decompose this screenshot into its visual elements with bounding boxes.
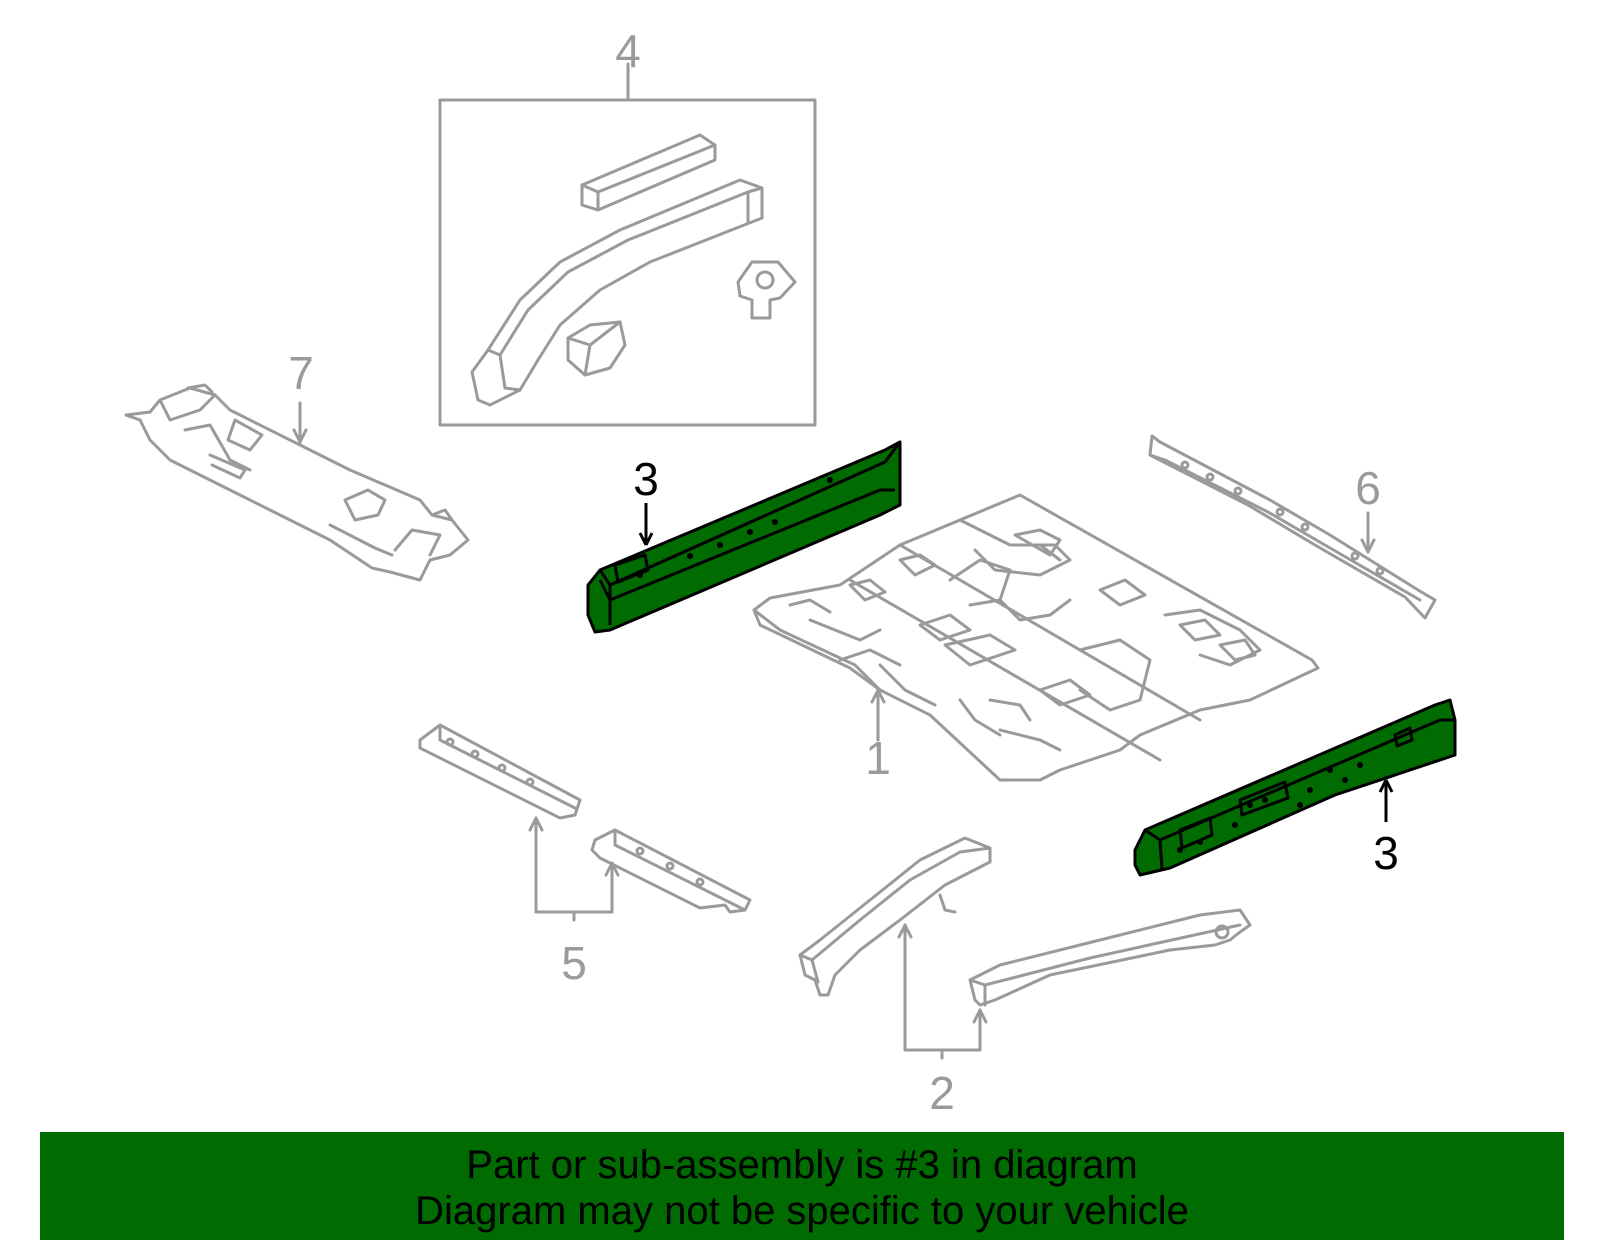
part-3-left-highlighted[interactable] [586, 440, 902, 634]
part-3-right-highlighted[interactable] [1133, 698, 1457, 877]
part-5-group[interactable] [418, 723, 752, 922]
callout-5: 5 [561, 937, 587, 989]
part-4-group[interactable] [438, 62, 817, 427]
part-1-floor-pan[interactable] [752, 493, 1320, 782]
callout-2: 2 [929, 1067, 955, 1119]
info-banner: Part or sub-assembly is #3 in diagram Di… [40, 1132, 1564, 1240]
banner-line-2: Diagram may not be specific to your vehi… [415, 1189, 1189, 1233]
callout-3-left: 3 [633, 453, 659, 505]
callout-3-right: 3 [1373, 827, 1399, 879]
callout-1: 1 [865, 732, 891, 784]
callout-4: 4 [615, 25, 641, 77]
callout-6: 6 [1355, 462, 1381, 514]
part-6-group[interactable] [1148, 434, 1437, 620]
part-4-box [438, 98, 817, 427]
callout-3-left-arrow [638, 503, 654, 546]
part-7-group[interactable] [124, 383, 470, 582]
callout-7: 7 [288, 347, 314, 399]
banner-line-1: Part or sub-assembly is #3 in diagram [466, 1143, 1138, 1187]
part-2-group[interactable] [798, 836, 1252, 1060]
callout-3-right-arrow [1378, 779, 1394, 822]
